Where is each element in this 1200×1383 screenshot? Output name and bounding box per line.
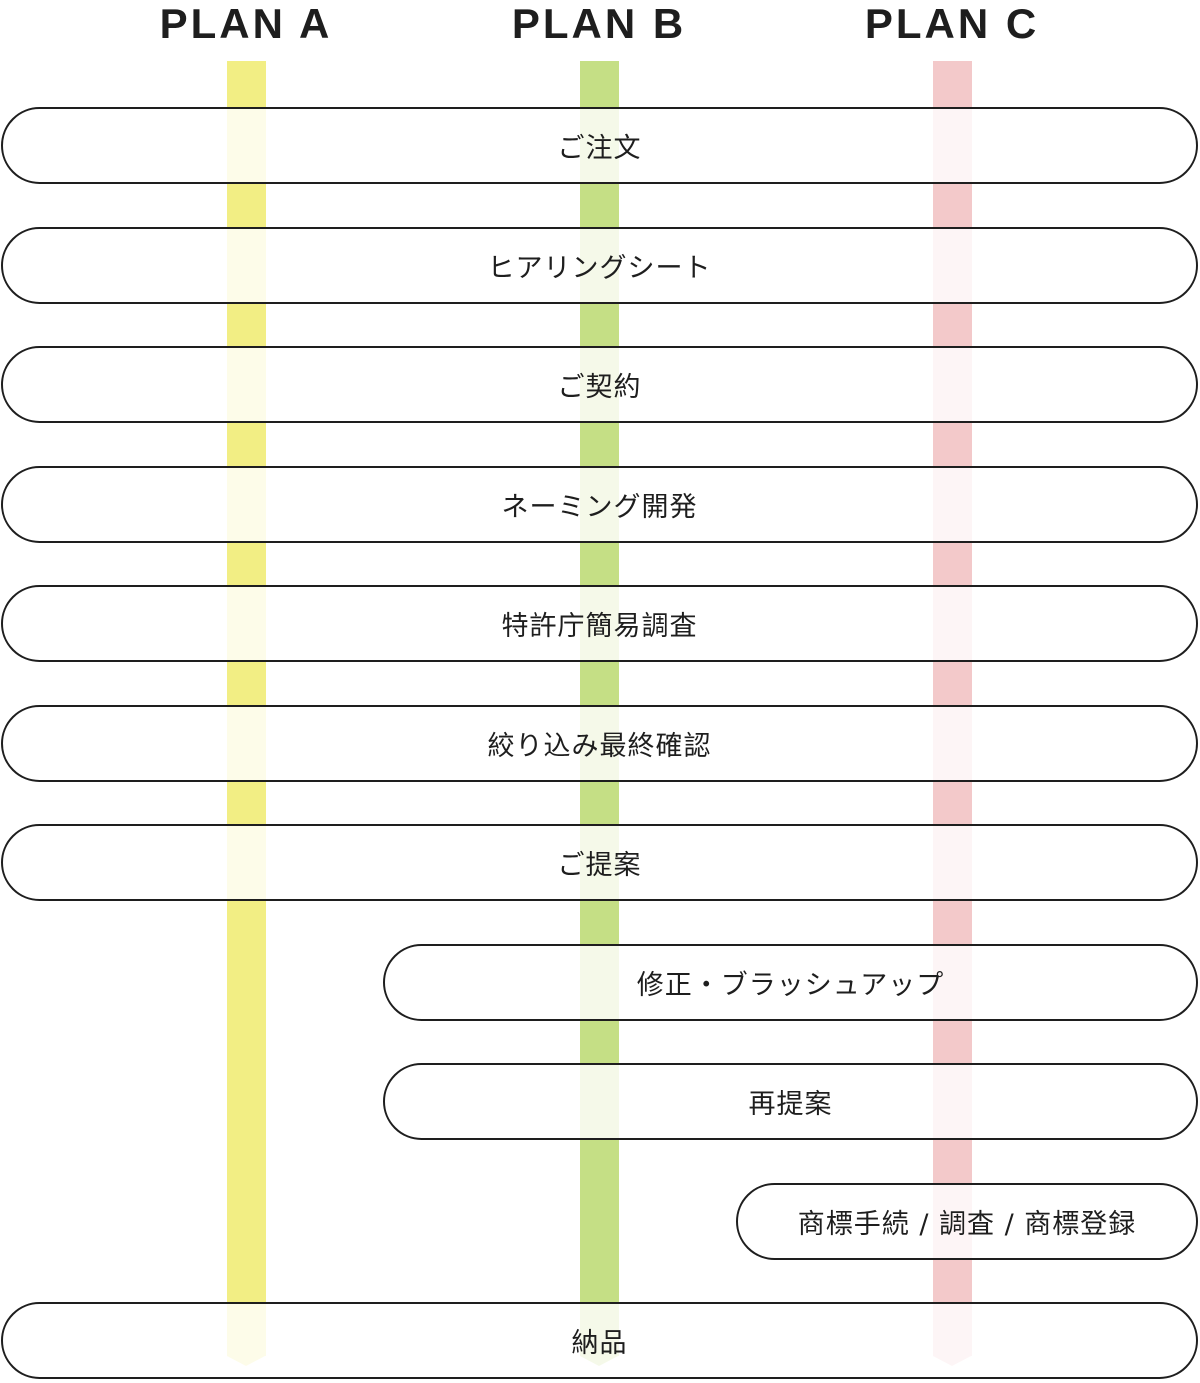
step-label: 商標手続 / 調査 / 商標登録: [797, 1209, 1137, 1240]
step-label: ご注文: [557, 133, 642, 164]
step-label: 絞り込み最終確認: [487, 731, 712, 762]
step-label: 修正・ブラッシュアップ: [636, 970, 945, 1001]
step-proposal: ご提案: [1, 824, 1198, 901]
step-label: 特許庁簡易調査: [501, 611, 698, 642]
step-revision-brushup: 修正・ブラッシュアップ: [383, 944, 1198, 1021]
step-label: 再提案: [748, 1089, 833, 1120]
step-trademark-procedure: 商標手続 / 調査 / 商標登録: [736, 1183, 1198, 1260]
step-delivery: 納品: [1, 1302, 1198, 1379]
step-label: ネーミング開発: [501, 492, 698, 523]
step-hearing-sheet: ヒアリングシート: [1, 227, 1198, 304]
plan-c-title: PLAN C: [864, 0, 1040, 47]
step-label: ヒアリングシート: [487, 253, 712, 284]
step-final-confirmation: 絞り込み最終確認: [1, 705, 1198, 782]
plan-a-title: PLAN A: [159, 0, 333, 47]
step-order: ご注文: [1, 107, 1198, 184]
step-re-proposal: 再提案: [383, 1063, 1198, 1140]
step-contract: ご契約: [1, 346, 1198, 423]
plan-b-title: PLAN B: [511, 0, 687, 47]
step-label: ご契約: [557, 372, 642, 403]
step-patent-office-survey: 特許庁簡易調査: [1, 585, 1198, 662]
step-label: ご提案: [557, 850, 642, 881]
step-label: 納品: [571, 1328, 628, 1359]
step-naming-development: ネーミング開発: [1, 466, 1198, 543]
